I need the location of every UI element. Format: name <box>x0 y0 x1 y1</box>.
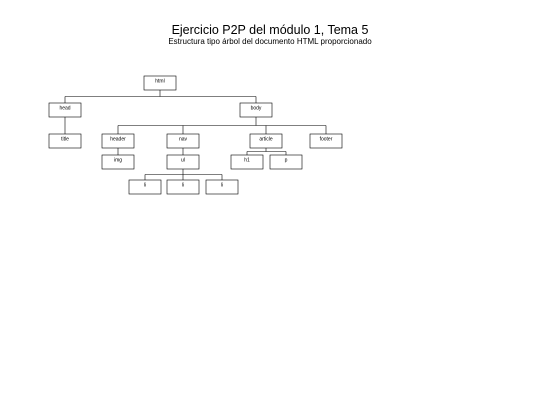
node-nav: nav <box>166 133 200 149</box>
node-img: img <box>101 154 135 170</box>
node-p: p <box>269 154 303 170</box>
node-li3: li <box>205 179 239 195</box>
node-box <box>101 133 135 149</box>
node-box <box>101 154 135 170</box>
node-label: head <box>59 106 70 112</box>
node-label: li <box>144 183 146 189</box>
node-article: article <box>249 133 283 149</box>
node-box <box>239 102 273 118</box>
node-label: li <box>182 183 184 189</box>
node-box <box>128 179 162 195</box>
node-label: li <box>221 183 223 189</box>
node-box <box>269 154 303 170</box>
node-box <box>166 179 200 195</box>
node-label: article <box>259 137 273 143</box>
page-subtitle: Estructura tipo árbol del documento HTML… <box>168 37 372 46</box>
node-body: body <box>239 102 273 118</box>
node-label: h1 <box>244 158 250 164</box>
node-box <box>48 102 82 118</box>
node-box <box>48 133 82 149</box>
node-label: nav <box>179 137 188 143</box>
node-box <box>309 133 343 149</box>
node-label: body <box>251 106 262 112</box>
node-li1: li <box>128 179 162 195</box>
node-box <box>205 179 239 195</box>
page-title: Ejercicio P2P del módulo 1, Tema 5 <box>171 23 369 37</box>
node-box <box>230 154 264 170</box>
node-box <box>249 133 283 149</box>
node-label: ul <box>181 158 185 164</box>
tree-nodes: html head title body header img nav ul li li li art… <box>48 75 343 195</box>
node-label: footer <box>320 137 333 143</box>
node-header: header <box>101 133 135 149</box>
node-ul: ul <box>166 154 200 170</box>
node-label: title <box>61 137 69 143</box>
node-label: img <box>114 158 122 164</box>
node-box <box>166 154 200 170</box>
node-box <box>143 75 177 91</box>
tree-edges <box>64 90 327 180</box>
node-head: head <box>48 102 82 118</box>
node-label: p <box>285 158 288 164</box>
node-footer: footer <box>309 133 343 149</box>
node-label: html <box>155 79 164 85</box>
node-h1: h1 <box>230 154 264 170</box>
node-li2: li <box>166 179 200 195</box>
node-title: title <box>48 133 82 149</box>
node-label: header <box>110 137 126 143</box>
node-box <box>166 133 200 149</box>
node-html: html <box>143 75 177 91</box>
